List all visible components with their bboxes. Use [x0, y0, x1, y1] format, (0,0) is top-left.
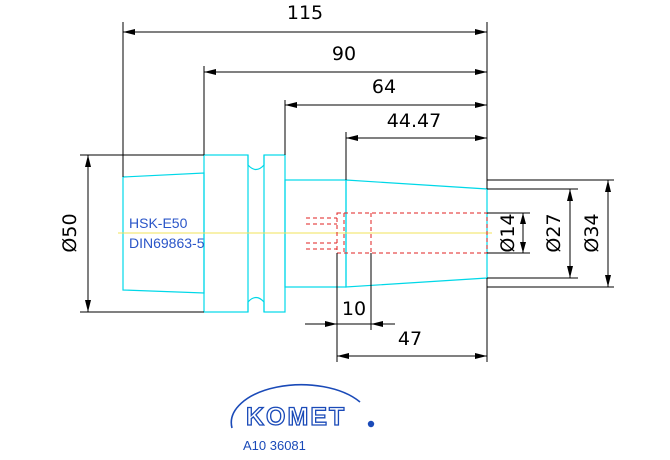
dim-text-44: 44.47: [387, 110, 441, 132]
dim-text-64: 64: [372, 76, 396, 98]
dim-text-10: 10: [342, 298, 366, 320]
dim-text-115: 115: [287, 2, 323, 24]
dim-text-d50: Ø50: [59, 213, 81, 252]
interface-label: HSK-E50: [129, 215, 188, 231]
hidden-bore: [306, 212, 488, 254]
registered-mark: [367, 420, 375, 428]
dim-text-d27: Ø27: [543, 213, 565, 252]
logo-arc: [230, 383, 361, 429]
vertical-dimensions: [80, 154, 614, 313]
dim-text-d14: Ø14: [497, 213, 519, 252]
dim-text-47: 47: [398, 328, 422, 350]
dim-text-d34: Ø34: [581, 213, 603, 252]
brand-name: KOMET: [246, 403, 346, 431]
komet-logo: KOMET: [230, 383, 375, 432]
standard-label: DIN69863-5: [129, 235, 205, 251]
part-number: A10 36081: [243, 438, 306, 453]
horizontal-dimensions: [122, 22, 488, 362]
dim-text-90: 90: [332, 43, 356, 65]
